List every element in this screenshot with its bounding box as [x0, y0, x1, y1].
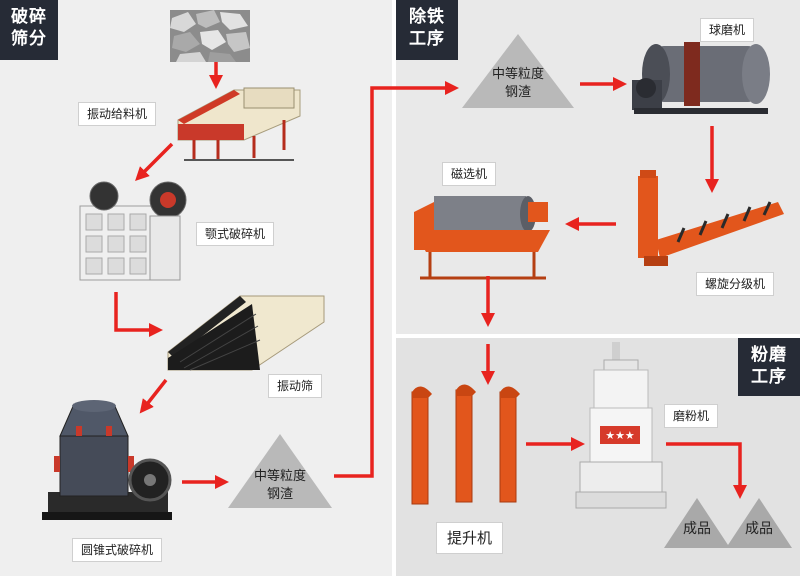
- arrow-mill-to-products: [666, 442, 747, 499]
- product-pile-1: 成品: [664, 498, 730, 548]
- product-pile-2-label: 成品: [745, 521, 773, 537]
- slag-pile-top-label: 中等粒度 钢渣: [491, 67, 544, 100]
- slag-pile-bottom-label: 中等粒度 钢渣: [253, 469, 306, 502]
- vibrating-feeder-label: 振动给料机: [78, 102, 157, 126]
- cone-crusher-label: 圆锥式破碎机: [72, 538, 163, 562]
- slag-pile-top: 中等粒度 钢渣: [462, 34, 574, 108]
- iron-removal-stage-tag: 除铁 工序: [396, 0, 458, 60]
- slag-pile-bottom: 中等粒度 钢渣: [228, 434, 332, 508]
- arrow-jaw-to-screen: [114, 292, 163, 337]
- cone-crusher-image: [42, 400, 172, 520]
- product-pile-2: 成品: [726, 498, 792, 548]
- crushing-stage-tag: 破碎 筛分: [0, 0, 58, 60]
- spiral-classifier-image: [638, 170, 784, 266]
- bucket-elevator-image: [411, 384, 520, 505]
- grinding-mill-label: 磨粉机: [664, 404, 719, 428]
- grinding-mill-image: ★★★: [575, 342, 667, 509]
- bucket-elevator-label: 提升机: [436, 522, 504, 554]
- arrow-feeder-to-jaw: [135, 142, 174, 181]
- milling-stage-tag: 粉磨 工序: [738, 338, 800, 396]
- vibrating-feeder-image: [177, 87, 301, 161]
- svg-text:★★★: ★★★: [605, 429, 635, 442]
- product-pile-1-label: 成品: [683, 521, 711, 537]
- vibrating-screen-label: 振动筛: [268, 374, 323, 398]
- arrow-pile-to-top: [334, 81, 459, 478]
- vibrating-screen-image: [167, 295, 325, 371]
- magnetic-separator-label: 磁选机: [442, 162, 497, 186]
- jaw-crusher-image: [79, 181, 187, 281]
- raw-stone-image: [170, 10, 250, 62]
- ball-mill-label: 球磨机: [700, 18, 755, 42]
- magnetic-separator-image: [414, 196, 550, 280]
- arrow-screen-to-cone: [139, 378, 168, 414]
- ball-mill-image: [632, 42, 770, 114]
- jaw-crusher-label: 颚式破碎机: [196, 222, 275, 246]
- spiral-classifier-label: 螺旋分级机: [696, 272, 775, 296]
